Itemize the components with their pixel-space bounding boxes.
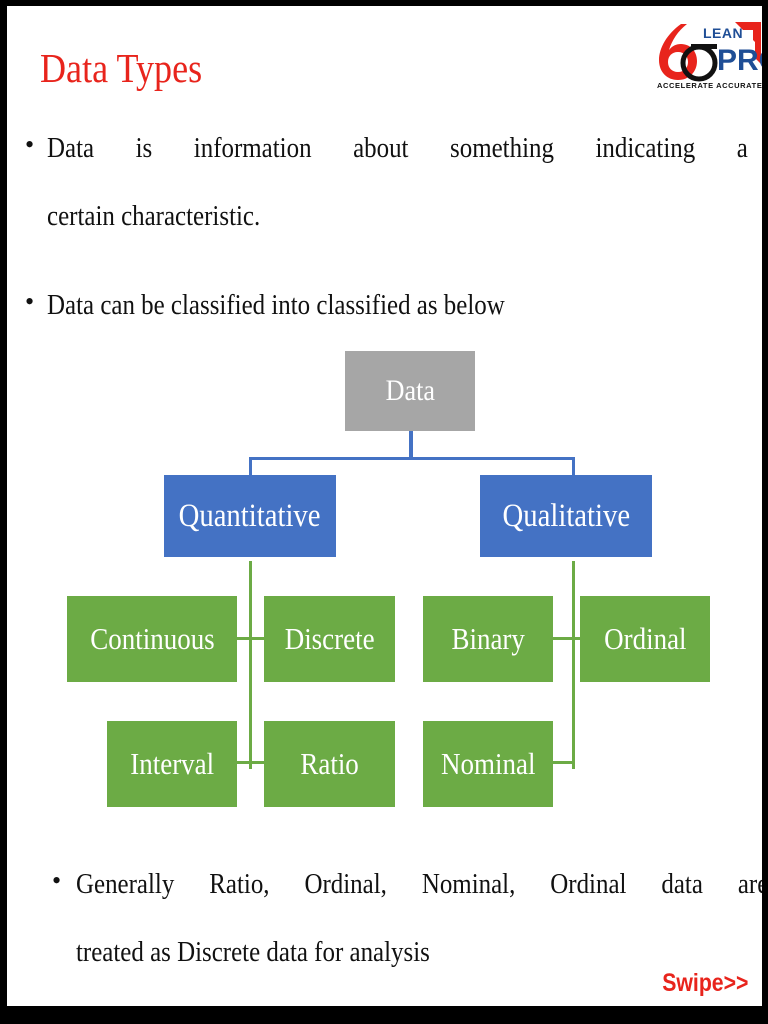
bullet-1-word: is: [135, 132, 153, 164]
bullet-3-word: Ordinal,: [304, 868, 387, 900]
bullet-3-line-2: treated as Discrete data for analysis: [76, 936, 430, 968]
bullet-3-word: Ordinal: [550, 868, 627, 900]
logo-tagline: ACCELERATE ACCURATELY: [657, 81, 762, 90]
diagram-node-label: Ratio: [300, 746, 359, 781]
bullet-1-word: something: [450, 132, 554, 164]
diagram-node-label: Quantitative: [179, 497, 321, 534]
bullet-3-word: data: [661, 868, 703, 900]
bullet-2-line-1: Data can be classified into classified a…: [47, 289, 505, 321]
bullet-3-line-1: Generally Ratio, Ordinal, Nominal, Ordin…: [76, 868, 762, 901]
diagram-node-ordinal[interactable]: Ordinal: [580, 596, 710, 682]
bullet-1-word: about: [353, 132, 409, 164]
diagram-node-label: Binary: [451, 621, 525, 656]
bullet-3-word: are: [737, 868, 762, 900]
diagram-node-data[interactable]: Data: [345, 351, 475, 431]
connector-data-down: [409, 429, 413, 459]
data-classification-diagram: Data Quantitative Qualitative Continuous…: [7, 6, 762, 1006]
diagram-node-qualitative[interactable]: Qualitative: [480, 475, 652, 557]
diagram-node-label: Continuous: [89, 621, 215, 656]
bullet-1-word: indicating: [595, 132, 696, 164]
connector-nominal-link: [553, 761, 575, 764]
slide-canvas: Data Types LEAN PRO ACCELERATE ACCURATEL…: [7, 6, 762, 1006]
bullet-1-word: a: [736, 132, 748, 164]
diagram-node-label: Qualitative: [502, 497, 630, 534]
diagram-node-interval[interactable]: Interval: [107, 721, 237, 807]
diagram-node-binary[interactable]: Binary: [423, 596, 553, 682]
diagram-node-continuous[interactable]: Continuous: [67, 596, 237, 682]
bullet-marker-icon: •: [52, 866, 62, 895]
connector-quantitative-spine: [249, 561, 252, 769]
brand-logo-icon: LEAN PRO ACCELERATE ACCURATELY: [657, 22, 762, 90]
bullet-3-word: Ratio,: [209, 868, 270, 900]
diagram-node-discrete[interactable]: Discrete: [264, 596, 395, 682]
diagram-node-quantitative[interactable]: Quantitative: [164, 475, 336, 557]
diagram-node-nominal[interactable]: Nominal: [423, 721, 553, 807]
diagram-node-label: Data: [385, 374, 435, 407]
bullet-marker-icon: •: [25, 287, 35, 316]
bullet-1-line-1: Data is information about something indi…: [47, 132, 748, 165]
diagram-node-label: Discrete: [284, 621, 375, 656]
diagram-node-ratio[interactable]: Ratio: [264, 721, 395, 807]
connector-level1-horizontal: [249, 457, 575, 460]
diagram-node-label: Nominal: [440, 746, 536, 781]
bullet-3-word: Generally: [76, 868, 175, 900]
logo-pro-text: PRO: [717, 44, 762, 77]
diagram-node-label: Interval: [130, 746, 214, 781]
brand-logo: LEAN PRO ACCELERATE ACCURATELY: [647, 18, 762, 92]
bullet-1-word: Data: [47, 132, 95, 164]
page-title: Data Types: [40, 45, 203, 91]
bullet-3-word: Nominal,: [421, 868, 516, 900]
connector-qualitative-spine: [572, 561, 575, 769]
bullet-1-word: information: [193, 132, 312, 164]
bullet-1-line-2: certain characteristic.: [47, 200, 261, 232]
diagram-node-label: Ordinal: [603, 621, 687, 656]
bullet-marker-icon: •: [25, 130, 35, 159]
logo-lean-text: LEAN: [703, 25, 743, 41]
swipe-label[interactable]: Swipe>>: [661, 969, 748, 997]
